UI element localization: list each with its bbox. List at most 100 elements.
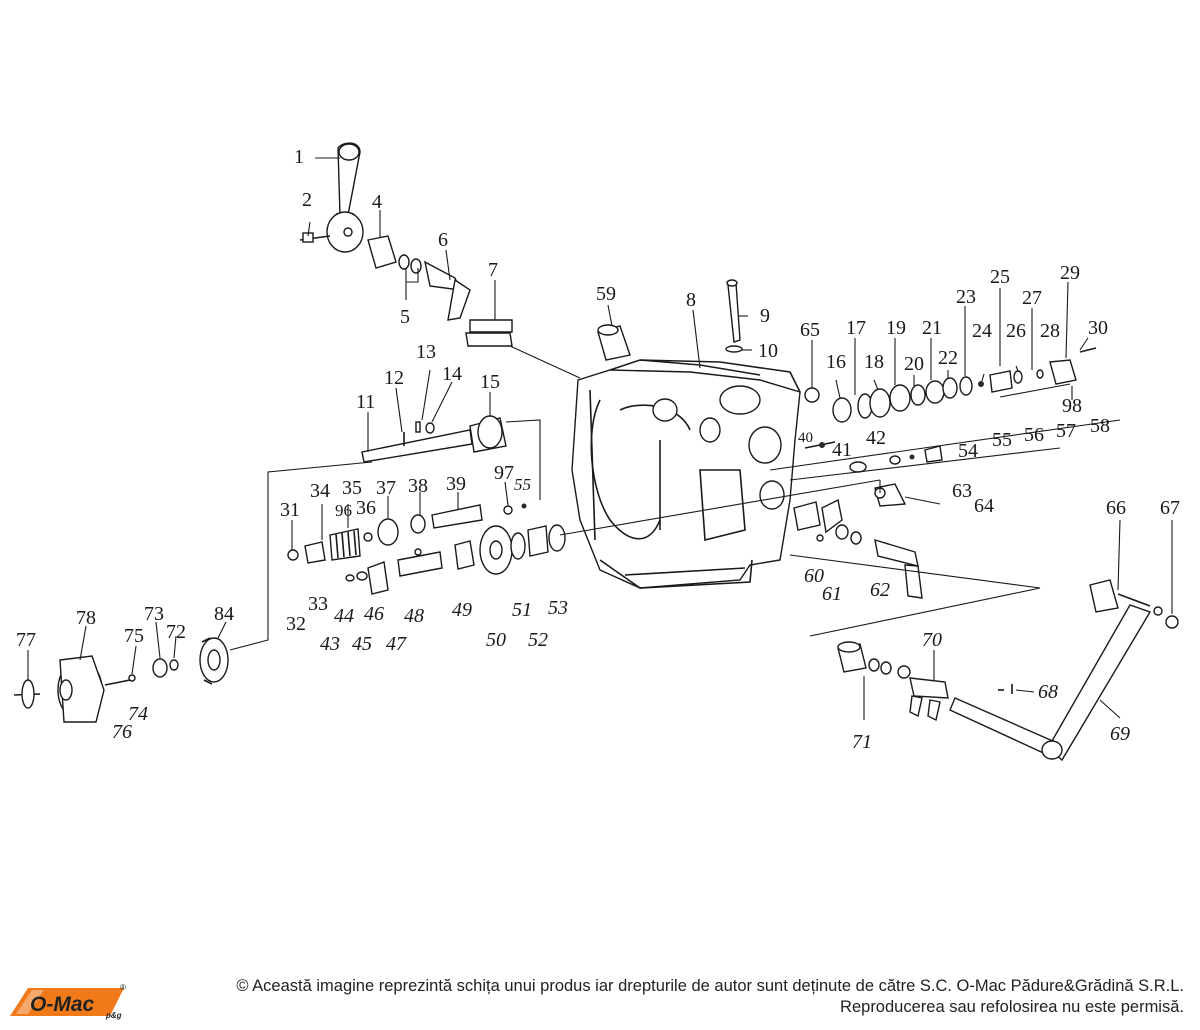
- part-label-70: 70: [922, 629, 942, 651]
- part-label-7: 7: [488, 259, 498, 281]
- part-label-56: 56: [1024, 424, 1044, 446]
- output-shaft-stack: [804, 347, 1097, 423]
- part-label-66: 66: [1106, 497, 1126, 519]
- logo-trademark: ®: [120, 983, 126, 992]
- part-label-67: 67: [1160, 497, 1180, 519]
- part-label-4: 4: [372, 191, 382, 213]
- part-label-2: 2: [302, 189, 312, 211]
- part-label-34: 34: [310, 480, 330, 502]
- part-label-84: 84: [214, 603, 234, 625]
- part-label-77: 77: [16, 629, 36, 651]
- part-label-10: 10: [758, 340, 778, 362]
- part-label-36: 36: [356, 497, 376, 519]
- part-label-18: 18: [864, 351, 884, 373]
- part-label-23: 23: [956, 286, 976, 308]
- part-label-35: 35: [342, 477, 362, 499]
- part-label-55: 55: [992, 429, 1012, 451]
- part-label-33: 33: [308, 593, 328, 615]
- part-label-17: 17: [846, 317, 866, 339]
- part-label-43: 43: [320, 633, 340, 655]
- part-label-96: 96: [335, 501, 352, 520]
- countershaft-assembly: [287, 479, 881, 595]
- gear-lever-assembly: [299, 142, 581, 379]
- part-label-69: 69: [1110, 723, 1130, 745]
- part-label-97: 97: [494, 462, 514, 484]
- selector-small-parts: [769, 419, 1121, 507]
- part-label-73: 73: [144, 603, 164, 625]
- logo-sub: p&g: [105, 1011, 122, 1020]
- copyright-notice: © Această imagine reprezintă schița unui…: [144, 976, 1184, 1018]
- part-label-22: 22: [938, 347, 958, 369]
- part-label-49: 49: [452, 599, 472, 621]
- part-label-75: 75: [124, 625, 144, 647]
- part-label-11: 11: [356, 391, 375, 413]
- part-label-76: 76: [112, 721, 132, 743]
- part-label-54: 54: [958, 440, 978, 462]
- part-label-8: 8: [686, 289, 696, 311]
- part-label-65: 65: [800, 319, 820, 341]
- leader-lines: [27, 157, 1173, 720]
- exploded-parts-diagram: 1 2 4 5 6 7 59 8 9 10 65 17 19 21 23 25 …: [13, 142, 1180, 762]
- part-label-9: 9: [760, 305, 770, 327]
- part-label-42: 42: [866, 427, 886, 449]
- part-label-29: 29: [1060, 262, 1080, 284]
- part-label-39: 39: [446, 473, 466, 495]
- part-label-57: 57: [1056, 420, 1076, 442]
- part-label-63: 63: [952, 480, 972, 502]
- part-label-51: 51: [512, 599, 532, 621]
- part-label-52: 52: [528, 629, 548, 651]
- selector-fork-assembly: [789, 498, 1041, 637]
- part-label-21: 21: [922, 317, 942, 339]
- part-label-71: 71: [852, 731, 872, 753]
- part-label-55b: 55: [514, 475, 531, 494]
- part-label-59: 59: [596, 283, 616, 305]
- part-label-19: 19: [886, 317, 906, 339]
- part-label-53: 53: [548, 597, 568, 619]
- part-label-50: 50: [486, 629, 506, 651]
- part-label-14: 14: [442, 363, 462, 385]
- part-label-72: 72: [166, 621, 186, 643]
- part-label-78: 78: [76, 607, 96, 629]
- omac-logo: O-Mac p&g ®: [10, 983, 126, 1020]
- part-label-48: 48: [404, 605, 424, 627]
- part-label-26: 26: [1006, 320, 1026, 342]
- part-label-13: 13: [416, 341, 436, 363]
- shift-crank-assembly: [837, 579, 1179, 762]
- part-label-98: 98: [1062, 395, 1082, 417]
- part-label-62: 62: [870, 579, 890, 601]
- part-label-25: 25: [990, 266, 1010, 288]
- part-label-38: 38: [408, 475, 428, 497]
- part-label-28: 28: [1040, 320, 1060, 342]
- copyright-line-2: Reproducerea sau refolosirea nu este per…: [840, 998, 1184, 1016]
- logo-text: O-Mac: [30, 993, 95, 1016]
- part-number-labels: 1 2 4 5 6 7 59 8 9 10 65 17 19 21 23 25 …: [16, 146, 1180, 753]
- part-label-20: 20: [904, 353, 924, 375]
- part-label-30: 30: [1088, 317, 1108, 339]
- part-label-24: 24: [972, 320, 992, 342]
- part-label-16: 16: [826, 351, 846, 373]
- clutch-drum-assembly: [13, 637, 229, 723]
- part-label-40: 40: [798, 430, 813, 446]
- bushing-and-dipstick: [597, 279, 743, 361]
- part-label-6: 6: [438, 229, 448, 251]
- part-label-31: 31: [280, 499, 300, 521]
- part-label-58: 58: [1090, 415, 1110, 437]
- part-label-47: 47: [386, 633, 407, 655]
- part-label-32: 32: [286, 613, 306, 635]
- part-label-74: 74: [128, 703, 148, 725]
- part-label-15: 15: [480, 371, 500, 393]
- gearbox-housing: [571, 359, 801, 589]
- part-label-27: 27: [1022, 287, 1042, 309]
- part-label-64: 64: [974, 495, 994, 517]
- part-label-5: 5: [400, 306, 410, 328]
- part-label-46: 46: [364, 603, 384, 625]
- part-label-37: 37: [376, 477, 396, 499]
- part-label-68: 68: [1038, 681, 1058, 703]
- footer: O-Mac p&g ® © Această imagine reprezintă…: [0, 972, 1200, 1030]
- part-label-44: 44: [334, 605, 354, 627]
- part-label-60: 60: [804, 565, 824, 587]
- copyright-line-1: © Această imagine reprezintă schița unui…: [236, 977, 1184, 995]
- part-label-12: 12: [384, 367, 404, 389]
- part-label-61: 61: [822, 583, 842, 605]
- part-label-1: 1: [294, 146, 304, 168]
